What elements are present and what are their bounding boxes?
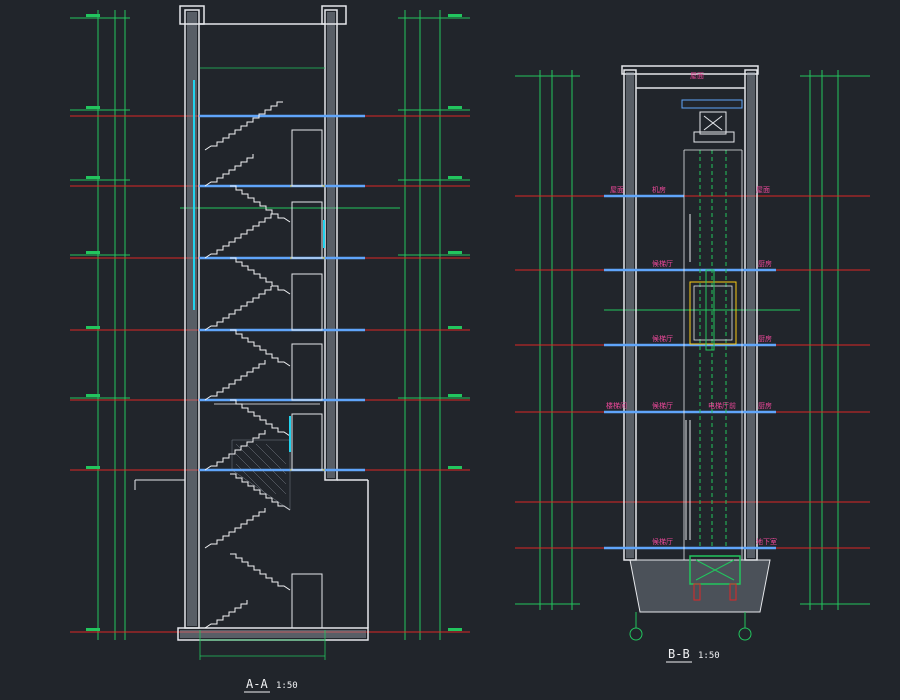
- bb-label-roof-right: 屋面: [756, 186, 770, 194]
- bb-label-top-room: 屋面: [690, 72, 704, 80]
- section-bb-drawing: 屋面 机房 屋面 屋面 候梯厅 厨房 候梯厅 厨房 楼梯间 候梯厅 电梯厅前 厨…: [515, 65, 870, 663]
- aa-annotations: [199, 67, 326, 660]
- bb-label-lobby-3: 候梯厅: [652, 401, 673, 410]
- aa-windows: [193, 80, 325, 452]
- bb-elevator-rails: [699, 150, 727, 548]
- bb-label-lobby-1: 候梯厅: [652, 259, 673, 268]
- bb-label-roof-left: 屋面: [610, 186, 624, 194]
- bb-label-machine-room: 机房: [652, 185, 666, 194]
- bb-label-kitchen-3: 厨房: [758, 401, 772, 410]
- bb-label-corridor-left: 楼梯间: [606, 401, 627, 410]
- aa-parapet: [179, 5, 347, 25]
- bb-label-kitchen-1: 厨房: [758, 259, 772, 268]
- aa-level-tags: [86, 14, 462, 631]
- bb-label-lobby-2: 候梯厅: [652, 334, 673, 343]
- aa-floor-slabs: [199, 114, 365, 472]
- aa-hatched-flight: [231, 439, 291, 511]
- bb-right-dimension-lines: [800, 70, 870, 610]
- bb-pit: [629, 555, 771, 613]
- bb-label-basement: 地下室: [756, 537, 777, 546]
- bb-elevator-cab: [689, 269, 737, 351]
- bb-label-lobby-4: 候梯厅: [652, 537, 673, 546]
- bb-label-lobby-right: 电梯厅前: [708, 401, 736, 410]
- bb-shaft-inner: [683, 149, 743, 560]
- aa-doors: [291, 129, 323, 629]
- bb-room-labels: 屋面 机房 屋面 屋面 候梯厅 厨房 候梯厅 厨房 楼梯间 候梯厅 电梯厅前 厨…: [606, 72, 777, 546]
- bb-elevator-machine: [681, 99, 743, 143]
- bb-landing-doors: [685, 214, 691, 540]
- aa-wall-hatch: [180, 12, 366, 638]
- bb-label-kitchen-2: 厨房: [758, 334, 772, 343]
- bb-scale: 1:50: [698, 651, 720, 661]
- bb-wall-hatch: [626, 72, 755, 558]
- aa-scale: 1:50: [276, 681, 298, 691]
- bb-floor-slabs: [604, 194, 776, 550]
- bb-title: B-B: [668, 647, 690, 661]
- bb-axis-bubbles: [629, 612, 752, 641]
- section-aa-drawing: A-A 1:50: [70, 5, 470, 693]
- aa-title: A-A: [246, 677, 268, 691]
